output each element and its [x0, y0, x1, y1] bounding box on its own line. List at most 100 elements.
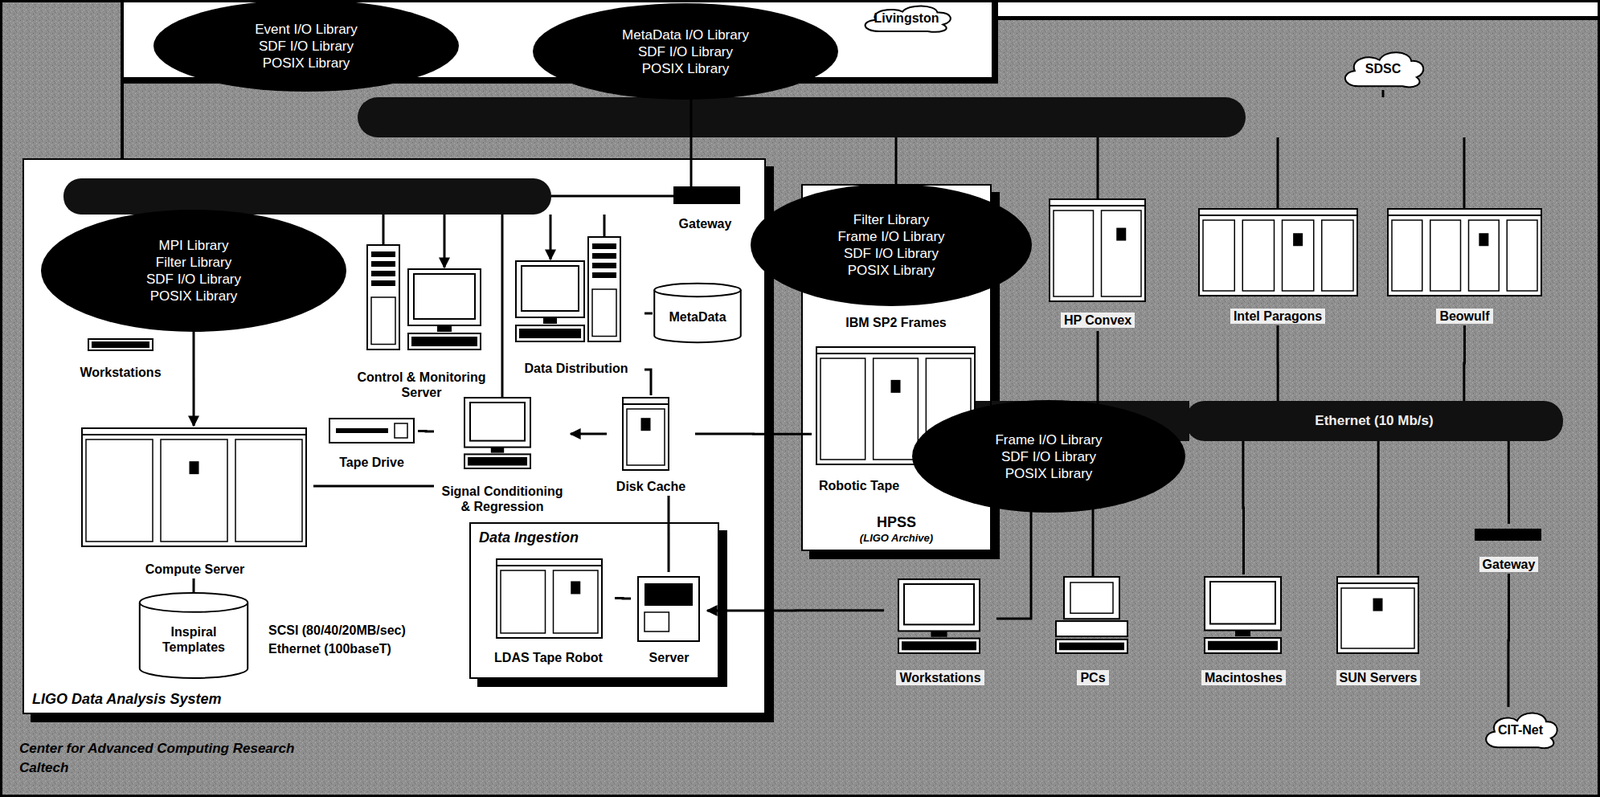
cloud-outline — [865, 5, 951, 32]
library-ellipse: MPI LibraryFilter LibrarySDF I/O Library… — [40, 209, 347, 332]
library-name: Filter Library — [155, 253, 232, 271]
connector-line — [1507, 573, 1511, 708]
site-name: CIT-Net — [1497, 723, 1543, 738]
panel-ground — [22, 158, 766, 715]
panel-title: HPSS — [876, 513, 917, 532]
icon-group — [88, 339, 153, 351]
network-wire — [690, 98, 693, 187]
text-area: Intel Paragons — [1189, 204, 1367, 326]
icon-part — [1478, 233, 1489, 246]
ellipse-fill — [532, 3, 839, 100]
text-area: Workstations — [68, 335, 173, 382]
connector-line — [695, 433, 812, 436]
icon-part — [521, 265, 579, 311]
ingestion-panel: Data IngestionLDAS Tape Robot Server — [469, 522, 720, 680]
ellipse-fill — [912, 400, 1186, 513]
icon-part — [1387, 208, 1542, 296]
network-wire — [443, 214, 447, 268]
workstation-icon: Workstations — [883, 574, 997, 688]
text-area: Ethernet (10 Mb/s) — [1185, 401, 1564, 442]
text-area: Gateway — [1470, 523, 1547, 574]
library-name: Frame I/O Library — [994, 431, 1102, 449]
icon-part — [413, 274, 475, 320]
icon-part — [500, 570, 546, 634]
icon-part — [1210, 581, 1276, 625]
icon-part — [408, 269, 481, 326]
connector-line — [192, 578, 196, 593]
network-wires — [383, 90, 1465, 619]
icon-part — [1204, 638, 1281, 654]
icon-group — [638, 576, 700, 642]
text-area: Filter LibraryFrame I/O LibrarySDF I/O L… — [750, 184, 1032, 307]
text-area: Robotic Tape — [815, 474, 909, 497]
icon-part — [1242, 220, 1274, 291]
cylinder-body — [654, 290, 741, 343]
icon-group — [673, 186, 741, 205]
icon-group — [464, 397, 531, 469]
connector-line — [1462, 325, 1466, 402]
icon-part — [1101, 210, 1142, 297]
icon-part — [1198, 208, 1358, 216]
icon-part — [189, 461, 200, 475]
network-wire — [1382, 90, 1385, 98]
network-cloud: CIT-Net — [1480, 707, 1561, 753]
icon-part — [626, 409, 665, 466]
device-label: Tape Drive — [339, 454, 405, 471]
device-label: IBM SP2 Frames — [845, 315, 946, 331]
library-name: SDF I/O Library — [843, 245, 939, 262]
icon-part — [1337, 576, 1419, 654]
icon-part — [592, 262, 617, 269]
text-area: SDSC — [1338, 46, 1428, 92]
top-panel-edge — [991, 0, 999, 84]
compute-server-icon: Compute Server — [76, 425, 314, 579]
ellipse-fill — [153, 0, 459, 92]
icon-part — [930, 630, 947, 637]
icon-part — [644, 583, 693, 606]
top-right-panel-edge — [998, 16, 1600, 21]
network-wire — [1096, 137, 1100, 200]
server-icon: Server — [630, 572, 708, 668]
icon-part — [1055, 639, 1128, 654]
network-tube — [357, 97, 1246, 138]
network-cloud: SDSC — [1338, 46, 1428, 92]
icon-part — [515, 325, 585, 342]
site-name: SDSC — [1365, 61, 1401, 77]
icon-group — [1474, 528, 1542, 541]
icon-part — [467, 457, 528, 467]
server-icon: Control & Monitoring Server — [347, 241, 496, 402]
text-area: Inspiral Templates — [137, 592, 250, 680]
icon-part — [1391, 220, 1423, 291]
device-label: Robotic Tape — [818, 478, 900, 494]
icon-part — [592, 253, 617, 259]
icon-group — [622, 397, 669, 471]
library-name: SDF I/O Library — [638, 43, 733, 61]
panel-title: Data Ingestion — [478, 528, 579, 547]
icon-part — [371, 297, 396, 345]
device-label: LDAS Tape Robot — [494, 650, 603, 666]
disk-cache-icon: Disk Cache — [606, 395, 696, 496]
shape-outline — [750, 184, 1032, 307]
network-wire — [1096, 331, 1100, 406]
text-area: Beowulf — [1382, 204, 1547, 326]
library-ellipse: Frame I/O LibrarySDF I/O LibraryPOSIX Li… — [912, 400, 1186, 513]
site-name: Livingston — [874, 11, 940, 26]
icon-part — [437, 325, 452, 332]
device-label: HP Convex — [1060, 312, 1135, 328]
device-icon — [1382, 204, 1547, 326]
icon-part — [1235, 630, 1251, 638]
icon-part — [81, 428, 307, 547]
computer-icon: Beowulf — [1382, 204, 1547, 326]
network-wire — [501, 214, 504, 398]
icon-part — [1204, 576, 1281, 631]
text-area: LDAS Tape Robot — [482, 554, 615, 668]
icon-part — [1059, 642, 1125, 651]
icon-part — [622, 397, 669, 471]
icon-part — [491, 447, 504, 454]
library-ellipse: MetaData I/O LibrarySDF I/O LibraryPOSIX… — [532, 3, 839, 100]
note-label: Caltech — [19, 760, 69, 777]
icon-part — [1049, 199, 1146, 206]
text-area: Frame I/O LibrarySDF I/O LibraryPOSIX Li… — [912, 400, 1186, 513]
device-icon — [76, 425, 314, 579]
icon-part — [898, 638, 980, 654]
text-area: Event I/O LibrarySDF I/O LibraryPOSIX Li… — [153, 0, 459, 92]
